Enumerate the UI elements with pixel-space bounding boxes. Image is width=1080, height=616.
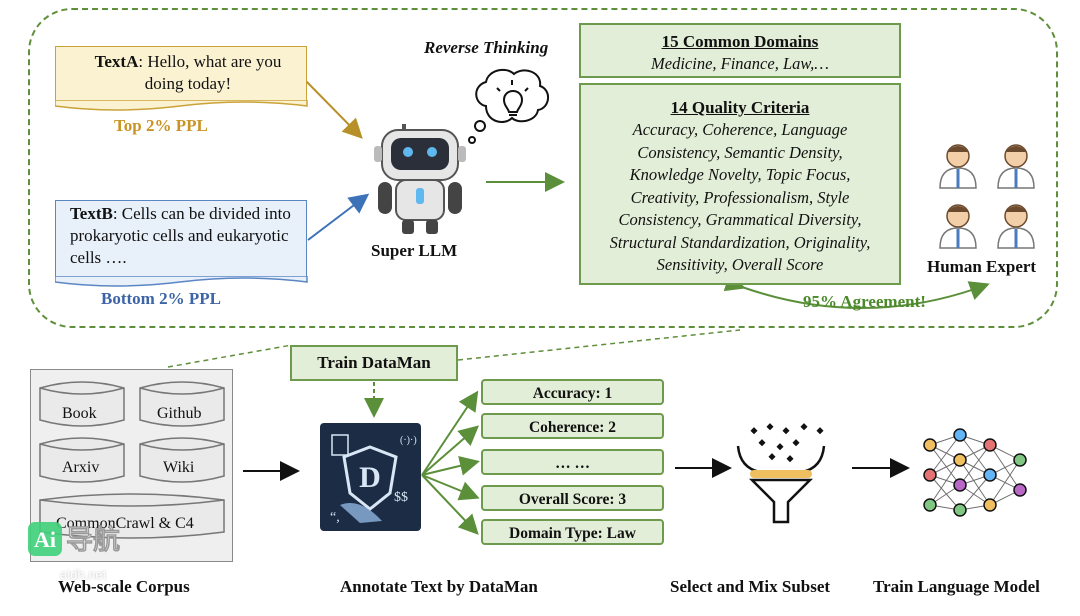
dashed-link-right <box>457 329 741 361</box>
criteria-box: 14 Quality Criteria Accuracy, Coherence,… <box>579 83 901 285</box>
super-llm-label: Super LLM <box>371 241 458 260</box>
criteria-line: Sensitivity, Overall Score <box>656 255 824 274</box>
text-a-note: TextA: Hello, what are you doing today! <box>55 46 307 102</box>
svg-text:D: D <box>359 461 381 494</box>
corpus-github-label: Github <box>157 405 202 422</box>
fan-arrow-2 <box>421 425 480 476</box>
svg-text:“,: “, <box>330 510 340 525</box>
human-expert-label: Human Expert <box>927 257 1037 276</box>
robot-icon <box>374 124 466 234</box>
corpus-wiki-label: Wiki <box>163 459 195 476</box>
doctor-icon <box>939 144 977 189</box>
svg-text:(·)·): (·)·) <box>400 435 417 446</box>
doctor-icon <box>939 204 977 249</box>
text-b-wave <box>55 276 308 287</box>
select-caption: Select and Mix Subset <box>670 577 831 596</box>
corpus-book-label: Book <box>62 405 97 422</box>
train-caption: Train Language Model <box>873 577 1040 596</box>
corpus-arxiv-label: Arxiv <box>62 459 100 476</box>
criteria-line: Structural Standardization, Originality, <box>609 232 871 252</box>
arrow-textb-to-llm <box>307 193 370 241</box>
domains-box: 15 Common Domains Medicine, Finance, Law… <box>579 23 901 78</box>
criteria-line: Consistency, Grammatical Diversity, <box>618 210 862 229</box>
doctor-icon <box>997 144 1035 189</box>
filter-funnel-icon <box>736 423 826 524</box>
text-a-ppl: Top 2% PPL <box>114 116 208 135</box>
svg-text:导航: 导航 <box>66 524 120 555</box>
neural-network-icon <box>923 428 1027 517</box>
agreement-arc <box>723 272 990 309</box>
domains-items: Medicine, Finance, Law,… <box>651 54 829 73</box>
lightbulb-thought-icon <box>468 68 549 144</box>
agreement-label: 95% Agreement! <box>803 292 926 311</box>
arrow-texta-to-llm <box>304 79 363 139</box>
text-a-content: : Hello, what are you doing today! <box>138 52 282 93</box>
svg-text:$$: $$ <box>394 490 408 505</box>
fan-arrow-5 <box>421 474 479 535</box>
domains-title: 15 Common Domains <box>661 32 819 51</box>
reverse-thinking-label: Reverse Thinking <box>424 38 549 57</box>
human-expert-icons <box>939 144 1035 249</box>
text-b-note: TextB: Cells can be divided into prokary… <box>55 200 307 278</box>
score-box-domain: Domain Type: Law <box>481 519 664 545</box>
score-box-coherence: Coherence: 2 <box>481 413 664 439</box>
svg-text:Ai: Ai <box>34 527 56 552</box>
annotate-caption: Annotate Text by DataMan <box>340 577 538 596</box>
watermark-url: aidh.net <box>60 567 107 582</box>
criteria-line: Accuracy, Coherence, Language <box>632 120 848 139</box>
fan-arrow-4 <box>421 474 480 501</box>
criteria-line: Creativity, Professionalism, Style <box>630 187 850 207</box>
text-b-content: : Cells can be divided into prokaryotic … <box>70 204 291 267</box>
score-box-ellipsis: … … <box>481 449 664 475</box>
train-dataman-box: Train DataMan <box>290 345 458 381</box>
text-b-label: TextB <box>70 204 113 223</box>
text-b-ppl: Bottom 2% PPL <box>101 289 221 308</box>
fan-arrow-3 <box>421 456 480 476</box>
criteria-line: Knowledge Novelty, Topic Focus, <box>629 165 851 184</box>
score-box-overall: Overall Score: 3 <box>481 485 664 511</box>
dataman-shield-icon: D (·)·) $$ “, <box>330 434 417 525</box>
watermark-logo: Ai 导航 <box>28 522 120 556</box>
text-a-label: TextA <box>94 52 139 71</box>
corpus-caption: Web-scale Corpus <box>58 577 190 596</box>
criteria-title: 14 Quality Criteria <box>670 98 810 117</box>
top-panel-frame <box>28 8 1058 328</box>
corpus-commoncrawl-label: CommonCrawl & C4 <box>56 515 194 532</box>
score-box-accuracy: Accuracy: 1 <box>481 379 664 405</box>
fan-arrow-1 <box>421 390 479 476</box>
criteria-line: Consistency, Semantic Density, <box>637 142 843 162</box>
text-a-wave <box>55 100 308 111</box>
dataman-logo: D (·)·) $$ “, <box>320 423 421 531</box>
corpus-databases <box>39 381 225 539</box>
dashed-link-left <box>167 344 293 368</box>
doctor-icon <box>997 204 1035 249</box>
